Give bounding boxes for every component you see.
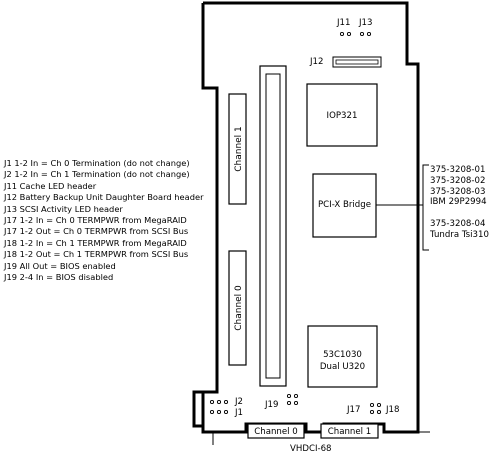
j19-label: J19: [265, 400, 279, 410]
j17-label: J17: [347, 405, 361, 415]
jumper-note: J2 1-2 In = Ch 1 Termination (do not cha…: [4, 169, 190, 180]
pcix-bridge-label: PCI-X Bridge: [317, 200, 372, 210]
j17-j18-pins: [369, 402, 382, 415]
bridge-part-numbers: 375-3208-01 375-3208-02 375-3208-03 IBM …: [430, 165, 489, 241]
channel0-bottom-label: Channel 0: [254, 427, 298, 437]
bracket-line: [212, 431, 430, 445]
jumper-note: J11 Cache LED header: [4, 180, 97, 191]
part-number: 375-3208-02: [430, 175, 486, 186]
part-number: 375-3208-03: [430, 186, 486, 197]
part-number: IBM 29P2994: [430, 197, 487, 208]
j1-label: J1: [235, 408, 244, 418]
channel0-vertical-label: Channel 0: [234, 285, 244, 331]
j1-j2-pins: [209, 399, 229, 415]
memory-socket-inner: [265, 73, 281, 379]
part-number: 375-3208-04: [430, 218, 486, 229]
iop321-chip: [306, 83, 378, 147]
jumper-note: J17 1-2 In = Ch 0 TERMPWR from MegaRAID: [4, 215, 187, 226]
scsi-chip: [307, 325, 378, 388]
j19-pins: [286, 393, 299, 406]
channel1-bottom-label: Channel 1: [327, 427, 372, 437]
vhdci-label: VHDCI-68: [290, 444, 332, 454]
channel0-connector: [228, 250, 247, 366]
scsi-chip-label-1: 53C1030: [323, 350, 362, 360]
j11-label: J11: [337, 18, 351, 28]
board-outline: [192, 1, 420, 434]
part-number: 375-3208-01: [430, 165, 486, 175]
jumper-note: J1 1-2 In = Ch 0 Termination (do not cha…: [4, 158, 190, 168]
j18-label: J18: [386, 405, 400, 415]
j12-label: J12: [310, 57, 324, 67]
channel0-bottom-connector: [247, 423, 305, 439]
jumper-note: J17 1-2 Out = Ch 0 TERMPWR from SCSI Bus: [4, 226, 189, 237]
jumper-note: J19 2-4 In = BIOS disabled: [4, 272, 114, 283]
board-left-edge: [201, 3, 219, 394]
j11-j13-pins: [339, 31, 372, 37]
scsi-chip-label-2: Dual U320: [319, 362, 366, 372]
channel1-connector: [228, 93, 247, 205]
channel1-bottom-connector: [320, 423, 379, 439]
j13-label: J13: [359, 18, 373, 28]
bridge-callout-bracket: [422, 164, 429, 251]
jumper-note: J19 All Out = BIOS enabled: [4, 260, 116, 271]
jumper-note: J12 Battery Backup Unit Daughter Board h…: [4, 192, 204, 203]
jumper-note: J18 1-2 In = Ch 1 TERMPWR from MegaRAID: [4, 237, 187, 248]
part-number: Tundra Tsi310: [430, 229, 489, 240]
channel1-vertical-label: Channel 1: [234, 126, 244, 172]
part-number-spacer: [430, 208, 489, 219]
j2-label: J2: [235, 397, 244, 407]
j12-header-inner: [335, 59, 379, 65]
jumper-note: J18 1-2 Out = Ch 1 TERMPWR from SCSI Bus: [4, 249, 189, 260]
jumper-notes: J1 1-2 In = Ch 0 Termination (do not cha…: [4, 158, 203, 283]
iop321-label: IOP321: [326, 111, 358, 121]
jumper-note: J13 SCSI Activity LED header: [4, 203, 123, 214]
